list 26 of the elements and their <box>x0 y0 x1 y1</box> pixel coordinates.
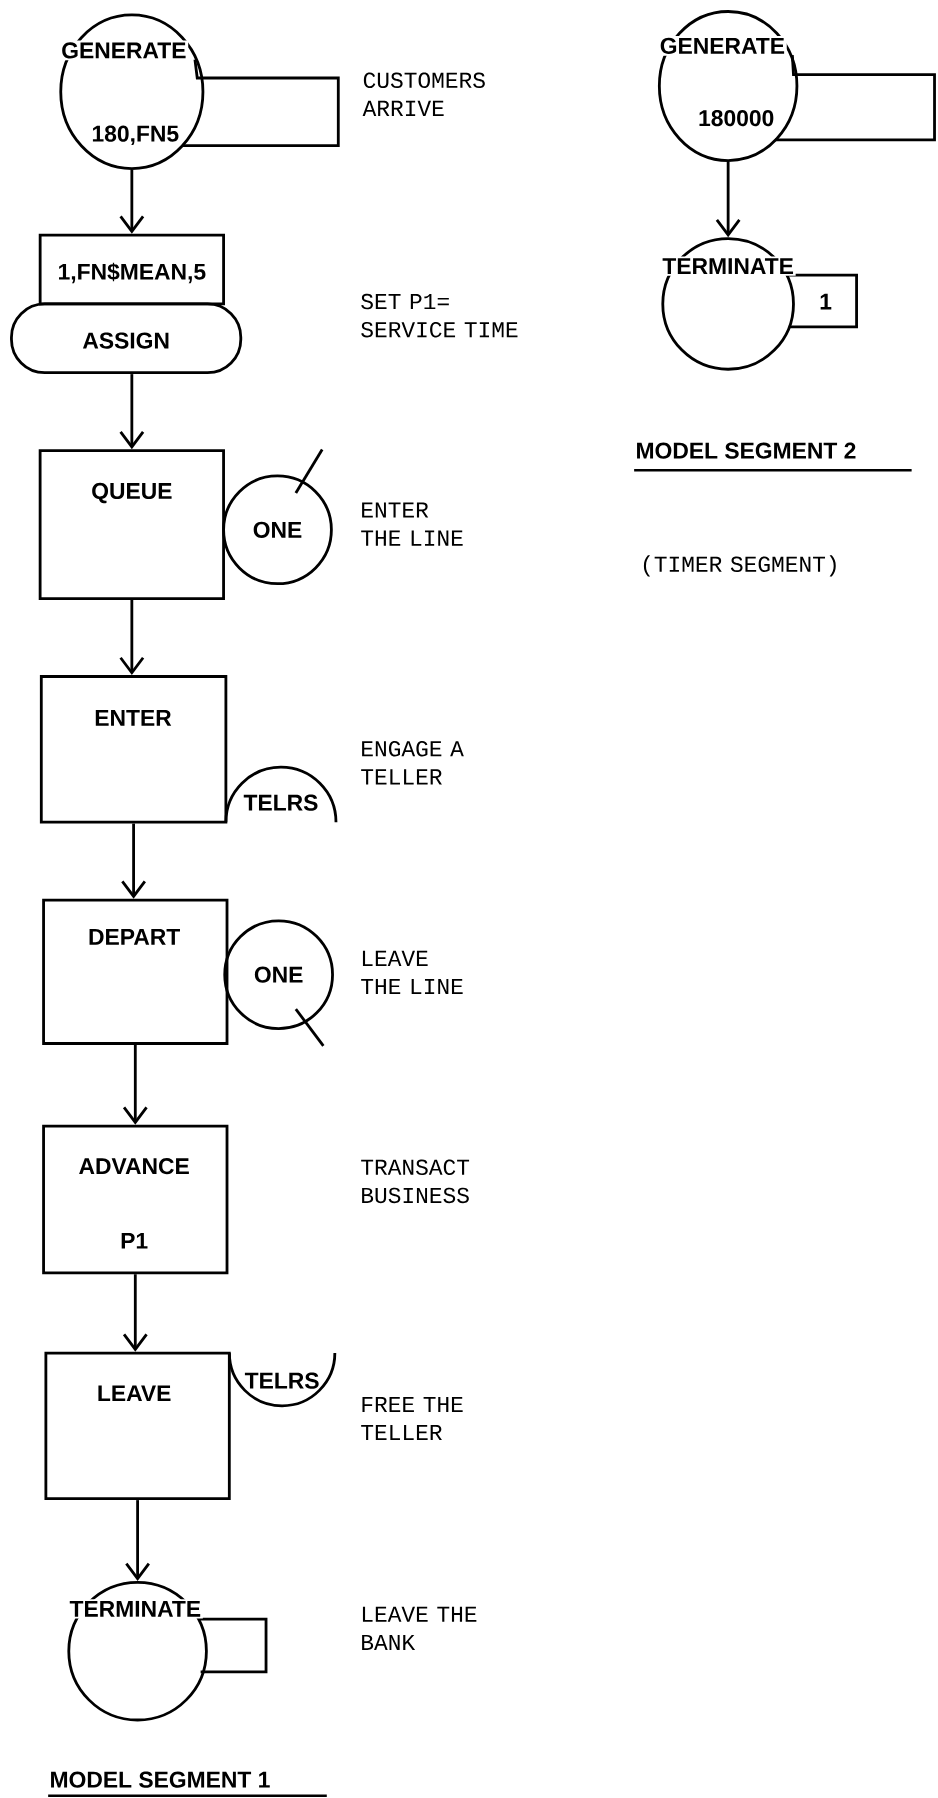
block-box: DEPART <box>42 898 229 1045</box>
segment-title: MODEL SEGMENT 2 <box>634 442 912 472</box>
annotation: CUSTOMERS ARRIVE <box>362 72 485 116</box>
arrow <box>119 374 145 450</box>
arrow <box>119 599 145 676</box>
block-box: ENTER <box>39 675 228 824</box>
block-box: QUEUE <box>38 449 225 600</box>
arrow <box>121 823 146 899</box>
annotation: LEAVE THE BANK <box>362 1606 477 1650</box>
arrow <box>119 170 145 234</box>
assign-block: 1,FN$MEAN,5 ASSIGN <box>10 233 243 375</box>
block-box: ADVANCE P1 <box>42 1124 229 1275</box>
node-label: 1,FN$MEAN,5 <box>59 262 206 284</box>
annotation: (TIMER SEGMENT) <box>643 555 836 577</box>
annotation: TRANSACT BUSINESS <box>361 1159 470 1204</box>
annotation: ENGAGE A TELLER <box>361 741 464 785</box>
arrow <box>125 1500 150 1582</box>
arrow <box>715 161 741 238</box>
arrow <box>122 1274 148 1352</box>
annotation: LEAVE THE LINE <box>361 950 463 994</box>
arrow <box>122 1044 148 1125</box>
annotation: FREE THE TELLER <box>361 1396 463 1441</box>
annotation: SET P1= SERVICE TIME <box>361 293 518 338</box>
annotation: ENTER THE LINE <box>361 502 463 546</box>
segment-title: MODEL SEGMENT 1 <box>48 1771 327 1797</box>
block-box: LEAVE <box>44 1351 231 1501</box>
